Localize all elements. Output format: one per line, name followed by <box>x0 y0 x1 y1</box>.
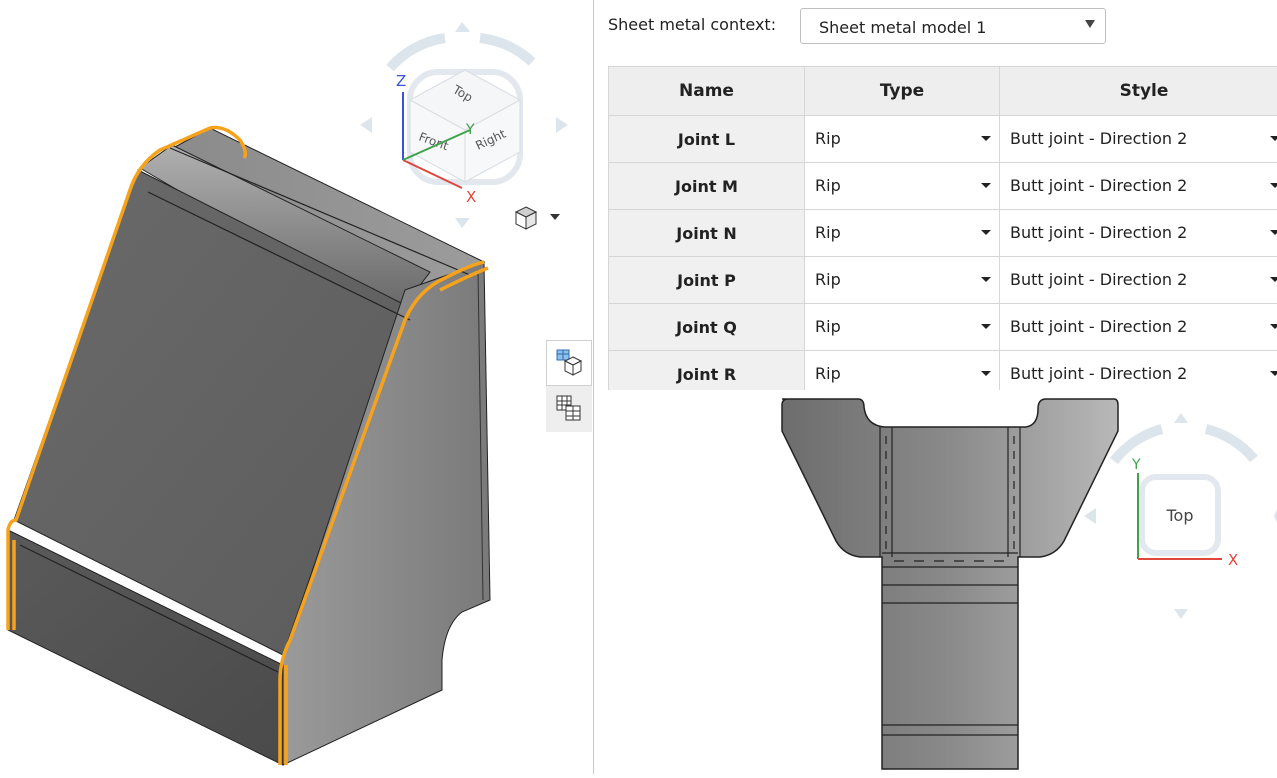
view-mode-dropdown[interactable] <box>516 207 560 229</box>
caret-down-icon <box>1270 136 1277 141</box>
context-select-value: Sheet metal model 1 <box>819 18 986 37</box>
caret-down-icon <box>1270 371 1277 376</box>
joint-type-select[interactable]: Rip <box>805 163 1000 210</box>
joint-type-value: Rip <box>815 364 841 383</box>
axis-y-label: Y <box>1131 457 1141 473</box>
joint-type-select[interactable]: Rip <box>805 304 1000 351</box>
caret-down-icon <box>981 324 991 329</box>
joint-name: Joint P <box>609 257 805 304</box>
table-row[interactable]: Joint M Rip Butt joint - Direction 2 <box>609 163 1277 210</box>
joint-type-select[interactable]: Rip <box>805 351 1000 391</box>
3d-model-canvas[interactable]: Top Front Right Z X Y <box>0 0 594 774</box>
joint-name: Joint Q <box>609 304 805 351</box>
view-cube-face-label[interactable]: Top <box>1166 506 1194 525</box>
caret-down-icon <box>1270 277 1277 282</box>
context-select[interactable]: Sheet metal model 1 <box>800 8 1106 44</box>
table-3d-button[interactable] <box>546 340 592 386</box>
axis-x-label: X <box>466 188 476 206</box>
shaded-cube-icon <box>516 207 536 229</box>
joint-style-value: Butt joint - Direction 2 <box>1010 364 1187 383</box>
column-header-type[interactable]: Type <box>805 67 1000 116</box>
table-3d-icon <box>547 341 593 387</box>
table-row[interactable]: Joint R Rip Butt joint - Direction 2 <box>609 351 1277 391</box>
chevron-down-icon <box>550 214 560 220</box>
joint-style-select[interactable]: Butt joint - Direction 2 <box>1000 351 1277 391</box>
joint-style-value: Butt joint - Direction 2 <box>1010 129 1187 148</box>
table-view-toggle <box>546 340 592 432</box>
axis-x-label: X <box>1228 551 1238 569</box>
joint-type-select[interactable]: Rip <box>805 257 1000 304</box>
table-row[interactable]: Joint L Rip Butt joint - Direction 2 <box>609 116 1277 163</box>
view-cube-3d[interactable]: Top Front Right Z X Y <box>360 22 568 228</box>
joint-style-select[interactable]: Butt joint - Direction 2 <box>1000 163 1277 210</box>
joint-style-select[interactable]: Butt joint - Direction 2 <box>1000 304 1277 351</box>
joint-style-value: Butt joint - Direction 2 <box>1010 176 1187 195</box>
joint-style-select[interactable]: Butt joint - Direction 2 <box>1000 257 1277 304</box>
table-row[interactable]: Joint P Rip Butt joint - Direction 2 <box>609 257 1277 304</box>
joint-type-value: Rip <box>815 129 841 148</box>
axis-z-label: Z <box>396 72 406 90</box>
flat-pattern-canvas[interactable]: Top Y X <box>594 391 1277 774</box>
joint-name: Joint R <box>609 351 805 391</box>
axis-y-label: Y <box>465 122 475 138</box>
joint-name: Joint M <box>609 163 805 210</box>
column-header-name[interactable]: Name <box>609 67 805 116</box>
joint-table: Name Type Style Joint L Rip Butt joint -… <box>608 66 1277 390</box>
table-row[interactable]: Joint Q Rip Butt joint - Direction 2 <box>609 304 1277 351</box>
joint-style-select[interactable]: Butt joint - Direction 2 <box>1000 116 1277 163</box>
caret-down-icon <box>981 230 991 235</box>
joint-name: Joint N <box>609 210 805 257</box>
joint-type-select[interactable]: Rip <box>805 210 1000 257</box>
flat-pattern-outline <box>782 399 1118 769</box>
joint-style-value: Butt joint - Direction 2 <box>1010 223 1187 242</box>
view-cube-flat[interactable]: Top Y X <box>1084 413 1277 619</box>
context-label: Sheet metal context: <box>608 15 776 34</box>
column-header-style[interactable]: Style <box>1000 67 1277 116</box>
caret-down-icon <box>981 136 991 141</box>
caret-down-icon <box>1270 230 1277 235</box>
caret-down-icon <box>1270 183 1277 188</box>
dropdown-arrow-icon <box>1085 20 1095 28</box>
joint-name: Joint L <box>609 116 805 163</box>
joint-type-value: Rip <box>815 176 841 195</box>
flat-pattern-viewport[interactable]: Top Y X <box>594 391 1277 774</box>
caret-down-icon <box>981 277 991 282</box>
table-flat-icon <box>546 386 592 432</box>
caret-down-icon <box>981 183 991 188</box>
caret-down-icon <box>981 371 991 376</box>
table-row[interactable]: Joint N Rip Butt joint - Direction 2 <box>609 210 1277 257</box>
joint-style-select[interactable]: Butt joint - Direction 2 <box>1000 210 1277 257</box>
table-flat-button[interactable] <box>546 386 592 432</box>
joint-type-value: Rip <box>815 317 841 336</box>
3d-viewport[interactable]: Top Front Right Z X Y <box>0 0 594 774</box>
joint-type-select[interactable]: Rip <box>805 116 1000 163</box>
context-bar: Sheet metal context: Sheet metal model 1 <box>594 0 1277 52</box>
joint-style-value: Butt joint - Direction 2 <box>1010 270 1187 289</box>
joint-type-value: Rip <box>815 270 841 289</box>
joint-type-value: Rip <box>815 223 841 242</box>
joint-style-value: Butt joint - Direction 2 <box>1010 317 1187 336</box>
caret-down-icon <box>1270 324 1277 329</box>
